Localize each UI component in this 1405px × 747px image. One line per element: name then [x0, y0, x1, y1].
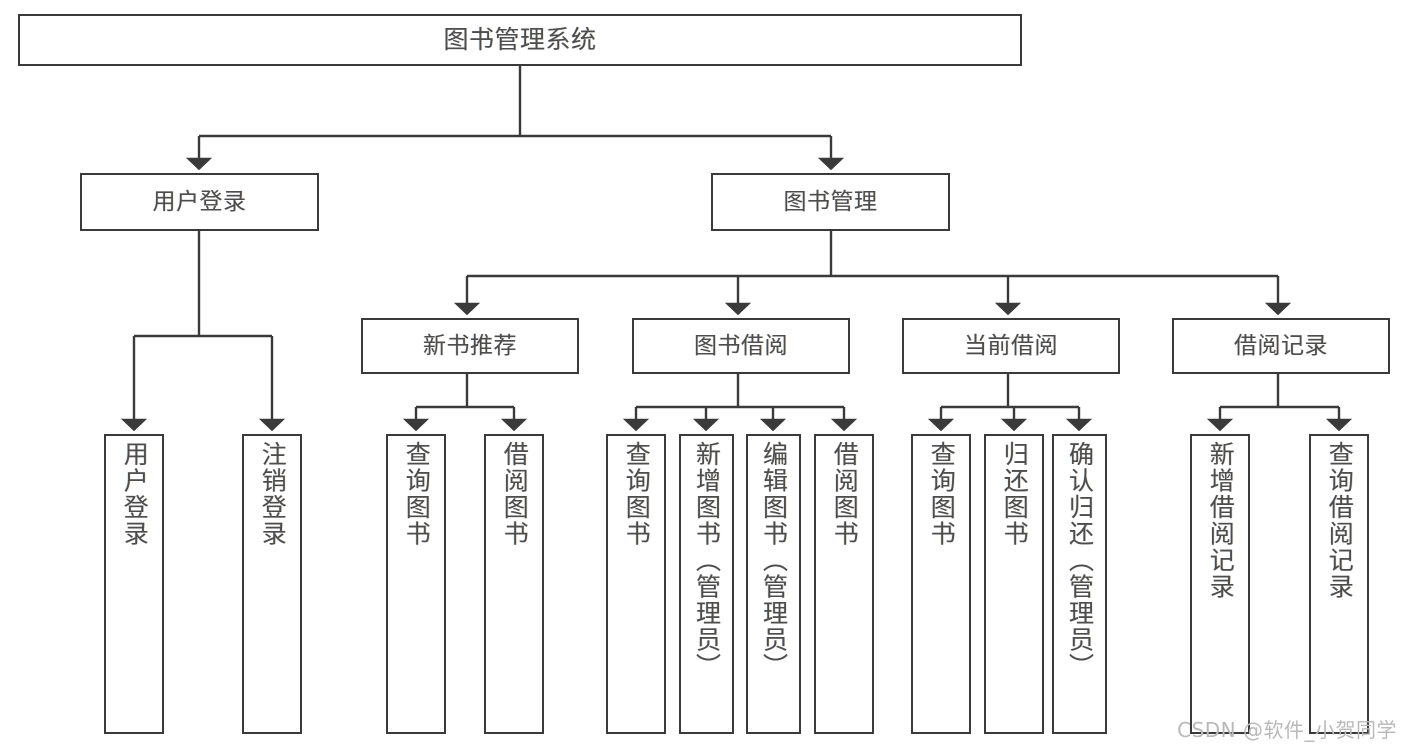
node-leaf-borrow-book-1[interactable]: 借阅图书 — [484, 434, 544, 734]
node-leaf-add-record-label: 新增借阅记录 — [1206, 441, 1236, 600]
node-user-login[interactable]: 用户登录 — [80, 173, 319, 231]
node-leaf-query-book-1[interactable]: 查询图书 — [386, 434, 446, 734]
node-book-borrow[interactable]: 图书借阅 — [632, 318, 850, 374]
node-current-borrow[interactable]: 当前借阅 — [902, 318, 1120, 374]
node-root-label: 图书管理系统 — [443, 24, 597, 54]
node-leaf-user-logout[interactable]: 注销登录 — [242, 434, 302, 734]
node-leaf-return-book-label: 归还图书 — [1000, 441, 1030, 547]
node-leaf-add-book-label: 新增图书（管理员） — [692, 441, 722, 680]
node-leaf-query-record[interactable]: 查询借阅记录 — [1309, 434, 1369, 734]
node-current-borrow-label: 当前借阅 — [964, 332, 1058, 359]
node-leaf-confirm-return-label: 确认归还（管理员） — [1065, 441, 1095, 680]
node-leaf-user-logout-label: 注销登录 — [258, 441, 288, 547]
node-borrow-record[interactable]: 借阅记录 — [1172, 318, 1390, 374]
node-leaf-confirm-return[interactable]: 确认归还（管理员） — [1052, 434, 1107, 734]
node-leaf-borrow-book-2[interactable]: 借阅图书 — [814, 434, 874, 734]
node-leaf-query-book-3-label: 查询图书 — [927, 441, 957, 547]
node-leaf-borrow-book-2-label: 借阅图书 — [830, 441, 860, 547]
node-user-login-label: 用户登录 — [152, 188, 247, 215]
csdn-watermark: CSDN @软件_小贺同学 — [1177, 718, 1397, 742]
node-book-borrow-label: 图书借阅 — [694, 332, 788, 359]
node-leaf-query-book-2[interactable]: 查询图书 — [606, 434, 666, 734]
node-leaf-return-book[interactable]: 归还图书 — [984, 434, 1044, 734]
node-leaf-query-record-label: 查询借阅记录 — [1325, 441, 1355, 600]
node-leaf-user-login-label: 用户登录 — [120, 441, 150, 547]
node-borrow-record-label: 借阅记录 — [1234, 332, 1328, 359]
node-new-book-recommend-label: 新书推荐 — [423, 332, 517, 359]
node-leaf-query-book-3[interactable]: 查询图书 — [911, 434, 971, 734]
node-root[interactable]: 图书管理系统 — [18, 14, 1022, 66]
node-leaf-borrow-book-1-label: 借阅图书 — [500, 441, 530, 547]
node-book-manage[interactable]: 图书管理 — [711, 173, 950, 231]
node-book-manage-label: 图书管理 — [783, 188, 878, 215]
node-leaf-add-book[interactable]: 新增图书（管理员） — [679, 434, 734, 734]
node-leaf-edit-book[interactable]: 编辑图书（管理员） — [746, 434, 801, 734]
node-leaf-user-login[interactable]: 用户登录 — [104, 434, 164, 734]
node-leaf-query-book-2-label: 查询图书 — [622, 441, 652, 547]
node-leaf-edit-book-label: 编辑图书（管理员） — [759, 441, 789, 680]
node-new-book-recommend[interactable]: 新书推荐 — [361, 318, 579, 374]
node-leaf-add-record[interactable]: 新增借阅记录 — [1190, 434, 1250, 734]
node-leaf-query-book-1-label: 查询图书 — [402, 441, 432, 547]
